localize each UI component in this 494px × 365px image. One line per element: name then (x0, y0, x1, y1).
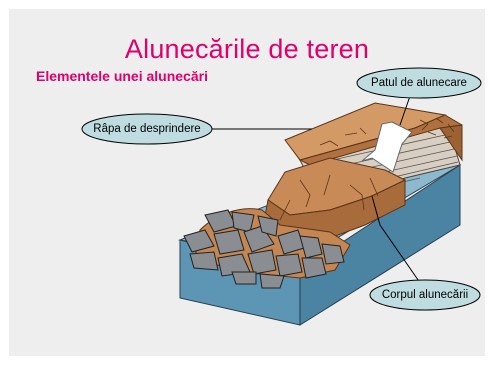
landslide-body-cracks (279, 174, 379, 221)
slide-subtitle: Elementele unei alunecări (36, 68, 208, 84)
scarp-label-bubble (81, 113, 213, 145)
base-block-side (299, 164, 461, 326)
slide-title: Alunecările de teren (124, 34, 370, 64)
scarp-side (439, 124, 463, 162)
scarp-bricks (319, 117, 455, 147)
scarp-label: Râpa de desprindere (93, 123, 201, 135)
slip-surface-label: Patul de alunecare (371, 77, 467, 89)
landslide-body-label: Corpul alunecării (381, 289, 469, 301)
rock-debris (183, 209, 345, 289)
slip-surface-label-bubble (356, 67, 482, 99)
slide-direction-arrow (361, 121, 413, 173)
slip-surface-leader-line (399, 95, 411, 126)
landslide-body-label-bubble (369, 279, 481, 311)
landslide-body-leader-line (371, 195, 426, 291)
